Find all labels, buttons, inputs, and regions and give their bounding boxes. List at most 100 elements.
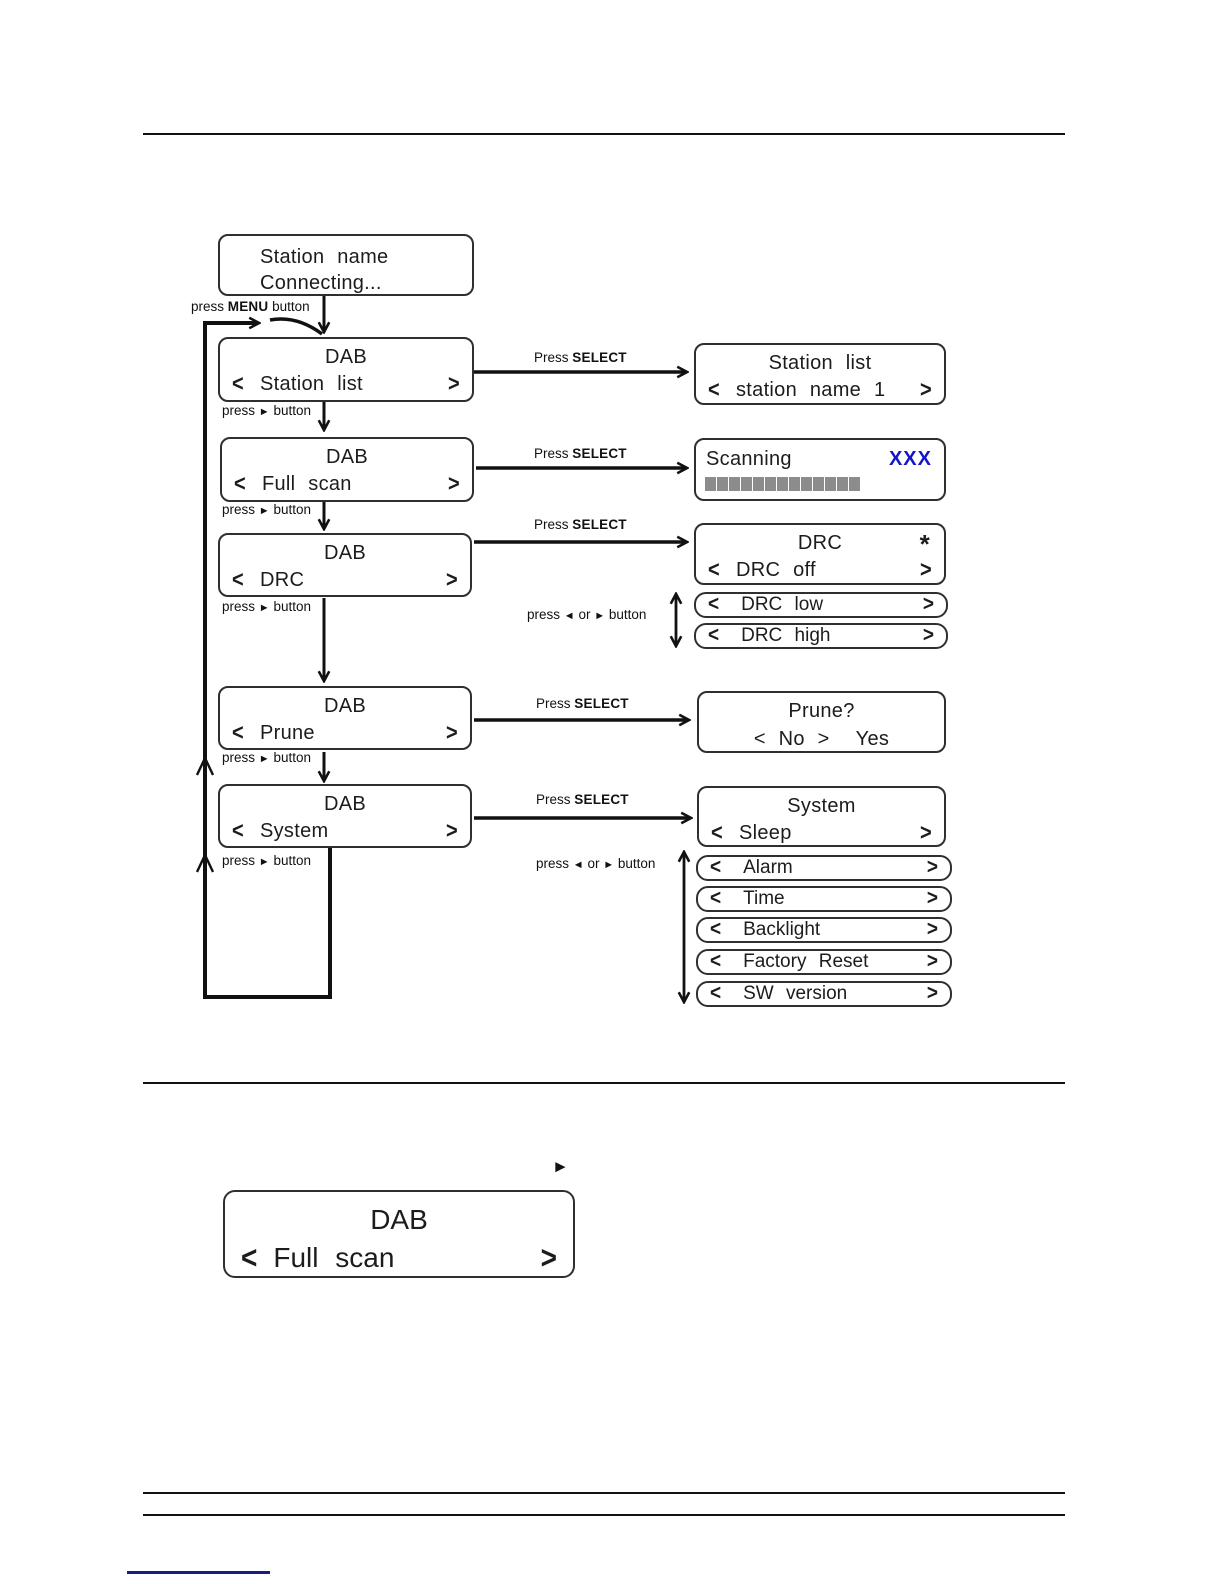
- bar-system-alarm: < Alarm >: [696, 855, 952, 881]
- right-triangle-icon: ►: [258, 602, 270, 614]
- screen-scanning: Scanning XXX: [694, 438, 946, 501]
- chevron-left-icon: <: [710, 886, 722, 910]
- scanning-label: Scanning: [706, 448, 792, 470]
- screen-menu-prune: DAB < Prune >: [218, 686, 472, 750]
- chevron-right-icon: >: [926, 855, 938, 879]
- chevron-left-icon: <: [710, 949, 722, 973]
- screen-title: DRC: [797, 532, 843, 554]
- right-triangle-icon: ►: [258, 406, 270, 418]
- chevron-left-icon: <: [708, 592, 720, 616]
- menu-title: DAB: [323, 542, 367, 564]
- press-select-label: Press SELECT: [534, 517, 627, 532]
- left-triangle-icon: ◄: [563, 610, 575, 622]
- section-divider-rule: [143, 1082, 1065, 1084]
- chevron-right-icon: >: [926, 917, 938, 941]
- progress-cell: [717, 477, 728, 491]
- screen-title: Station list: [768, 352, 872, 374]
- chevron-left-icon: <: [708, 623, 720, 647]
- chevron-left-icon: <: [708, 377, 720, 403]
- footer-rule-bottom: [143, 1514, 1065, 1516]
- station-name-line: Station name: [260, 246, 389, 268]
- chevron-right-icon: >: [446, 818, 458, 844]
- screen-menu-drc: DAB < DRC >: [218, 533, 472, 597]
- right-triangle-icon: ►: [258, 753, 270, 765]
- chevron-right-icon: >: [446, 567, 458, 593]
- connecting-line: Connecting...: [260, 272, 382, 294]
- press-select-label: Press SELECT: [534, 350, 627, 365]
- chevron-left-icon: <: [232, 720, 244, 746]
- press-right-button-label: press ► button: [222, 403, 311, 418]
- bar-system-time: < Time >: [696, 886, 952, 912]
- press-right-button-label: press ► button: [222, 599, 311, 614]
- screen-full-scan-large: DAB < Full scan >: [223, 1190, 575, 1278]
- chevron-right-icon: >: [922, 623, 934, 647]
- press-menu-label: press MENU button: [191, 299, 310, 314]
- header-rule: [143, 133, 1065, 135]
- system-option-label: Time: [743, 888, 785, 909]
- right-triangle-icon: ►: [552, 1157, 569, 1176]
- progress-cell: [741, 477, 752, 491]
- progress-cell: [789, 477, 800, 491]
- right-triangle-icon: ►: [258, 856, 270, 868]
- chevron-right-icon: >: [926, 981, 938, 1005]
- chevron-right-icon: >: [920, 377, 932, 403]
- progress-cell: [729, 477, 740, 491]
- press-select-label: Press SELECT: [534, 446, 627, 461]
- loop-up-arrowhead-2: [195, 852, 215, 873]
- menu-title: DAB: [325, 446, 369, 468]
- screen-menu-system: DAB < System >: [218, 784, 472, 848]
- chevron-right-icon: >: [448, 471, 460, 497]
- prune-option-no: < No >: [753, 728, 830, 750]
- press-right-button-label: press ► button: [222, 853, 311, 868]
- chevron-left-icon: <: [232, 567, 244, 593]
- footer-rule-top: [143, 1492, 1065, 1494]
- right-triangle-icon: ►: [603, 859, 615, 871]
- chevron-right-icon: >: [922, 592, 934, 616]
- chevron-right-icon: >: [920, 557, 932, 583]
- station-entry-label: station name 1: [735, 379, 886, 401]
- progress-cell: [705, 477, 716, 491]
- chevron-right-icon: >: [920, 820, 932, 846]
- bar-system-backlight: < Backlight >: [696, 917, 952, 943]
- menu-item-label: System: [259, 820, 329, 842]
- system-option-label: SW version: [743, 983, 848, 1004]
- menu-item-label: Prune: [259, 722, 315, 744]
- screen-menu-full-scan: DAB < Full scan >: [220, 437, 474, 502]
- left-triangle-icon: ◄: [572, 859, 584, 871]
- menu-item-label: Station list: [259, 373, 363, 395]
- screen-title: DAB: [370, 1204, 428, 1235]
- right-triangle-icon: ►: [594, 610, 606, 622]
- press-select-label: Press SELECT: [536, 792, 629, 807]
- progress-cell: [777, 477, 788, 491]
- press-left-or-right-label: press ◄ or ► button: [536, 856, 656, 871]
- chevron-right-icon: >: [926, 886, 938, 910]
- selected-asterisk: *: [919, 529, 930, 559]
- progress-cell: [801, 477, 812, 491]
- screen-station-name: Station name Connecting...: [218, 234, 474, 296]
- system-option-label: Factory Reset: [743, 951, 869, 972]
- chevron-left-icon: <: [708, 557, 720, 583]
- chevron-right-icon: >: [448, 371, 460, 397]
- press-left-or-right-label: press ◄ or ► button: [527, 607, 647, 622]
- chevron-left-icon: <: [710, 917, 722, 941]
- screen-menu-station-list: DAB < Station list >: [218, 337, 474, 402]
- menu-title: DAB: [323, 793, 367, 815]
- drc-option-label: DRC off: [735, 559, 816, 581]
- menu-item-label: DRC: [259, 569, 305, 591]
- press-right-button-label: press ► button: [222, 502, 311, 517]
- menu-title: DAB: [323, 695, 367, 717]
- progress-cell: [813, 477, 824, 491]
- progress-cell: [849, 477, 860, 491]
- screen-prune-confirm: Prune? < No > Yes: [697, 691, 946, 753]
- chevron-right-icon: >: [540, 1239, 557, 1276]
- screen-system-menu: System < Sleep >: [697, 786, 946, 847]
- chevron-left-icon: <: [710, 981, 722, 1005]
- menu-item-label: Full scan: [273, 1242, 395, 1273]
- chevron-left-icon: <: [234, 471, 246, 497]
- menu-entry-curve: [269, 317, 324, 336]
- chevron-right-icon: >: [446, 720, 458, 746]
- scanning-progress-bar: [696, 471, 944, 491]
- bar-drc-high: < DRC high >: [694, 623, 948, 649]
